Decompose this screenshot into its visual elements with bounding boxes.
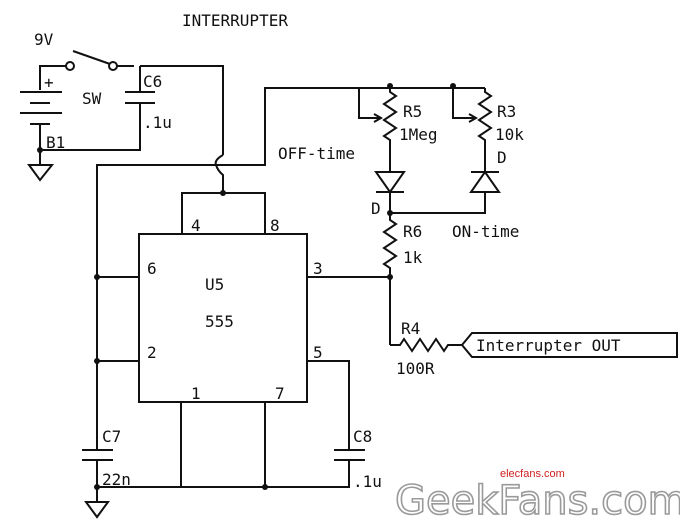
switch-contact: [65, 61, 75, 71]
resistor-r6: [382, 213, 398, 345]
diagram-title: INTERRUPTER: [182, 11, 288, 30]
wire: [96, 87, 485, 487]
pin-1-label: 1: [191, 384, 201, 403]
r4-ref: R4: [401, 319, 420, 338]
pin-7-label: 7: [275, 384, 285, 403]
c7-ref: C7: [102, 427, 121, 446]
capacitor-c7: [82, 449, 113, 461]
r4-value: 100R: [396, 359, 435, 378]
c6-value: .1u: [143, 113, 172, 132]
r3-wiper: [452, 88, 479, 123]
battery-voltage: 9V: [34, 30, 54, 49]
on-time-label: ON-time: [452, 222, 519, 241]
resistor-r4: [390, 337, 462, 353]
diode-left: [374, 171, 406, 213]
wire: [97, 360, 350, 488]
r5-wiper: [358, 88, 384, 123]
c8-ref: C8: [353, 427, 372, 446]
wire: [97, 276, 139, 362]
wire: [140, 65, 224, 155]
capacitor-gap: [85, 451, 110, 459]
switch-sw: SW: [65, 50, 134, 108]
battery-b1: + 9V B1: [20, 30, 66, 182]
chip-part: 555: [205, 312, 234, 331]
r3-value: 10k: [495, 125, 524, 144]
output-port-label: Interrupter OUT: [476, 336, 621, 355]
ground-icon: [27, 164, 55, 182]
chip-ref: U5: [205, 275, 224, 294]
junction-dot: [262, 484, 268, 490]
battery-plates: [20, 91, 62, 125]
capacitor-gap: [336, 451, 362, 459]
pin-5-label: 5: [313, 343, 323, 362]
r5-value: 1Meg: [399, 125, 438, 144]
potentiometer-r5: [382, 86, 398, 172]
c7-value: 22n: [102, 470, 131, 489]
pin-6-label: 6: [147, 259, 157, 278]
battery-ref: B1: [46, 133, 65, 152]
pin-8-label: 8: [270, 216, 280, 235]
switch-ref: SW: [82, 89, 102, 108]
junction-dot: [94, 274, 100, 280]
watermark-logo: GeekFans.com: [395, 478, 680, 521]
c6-ref: C6: [143, 72, 162, 91]
pin-4-label: 4: [191, 216, 201, 235]
watermark-small: elecfans.com: [500, 468, 565, 480]
r6-ref: R6: [403, 222, 422, 241]
potentiometer-r3: [477, 88, 493, 172]
pin-2-label: 2: [147, 343, 157, 362]
diode-right-ref: D: [497, 148, 507, 167]
off-time-label: OFF-time: [278, 144, 355, 163]
pin-3-label: 3: [313, 259, 323, 278]
ground-icon: [84, 487, 110, 519]
junction-dot: [94, 358, 100, 364]
battery-plus: +: [44, 73, 54, 92]
output-port: [460, 332, 678, 358]
capacitor-c6: [125, 66, 155, 104]
r3-ref: R3: [497, 102, 516, 121]
wire-pin4-pin8: [181, 192, 266, 234]
wire: [40, 103, 141, 151]
junction-dot: [387, 274, 393, 280]
wire-jump: [214, 154, 224, 193]
switch-lever: [72, 50, 111, 65]
c8-value: .1u: [353, 472, 382, 491]
capacitor-c8: [334, 449, 365, 461]
r6-value: 1k: [403, 248, 423, 267]
r5-ref: R5: [403, 102, 422, 121]
diode-right: [390, 170, 501, 214]
ic-555: [138, 233, 308, 403]
wire: [39, 65, 66, 90]
junction-dot: [450, 83, 456, 89]
diode-left-ref: D: [371, 199, 381, 218]
